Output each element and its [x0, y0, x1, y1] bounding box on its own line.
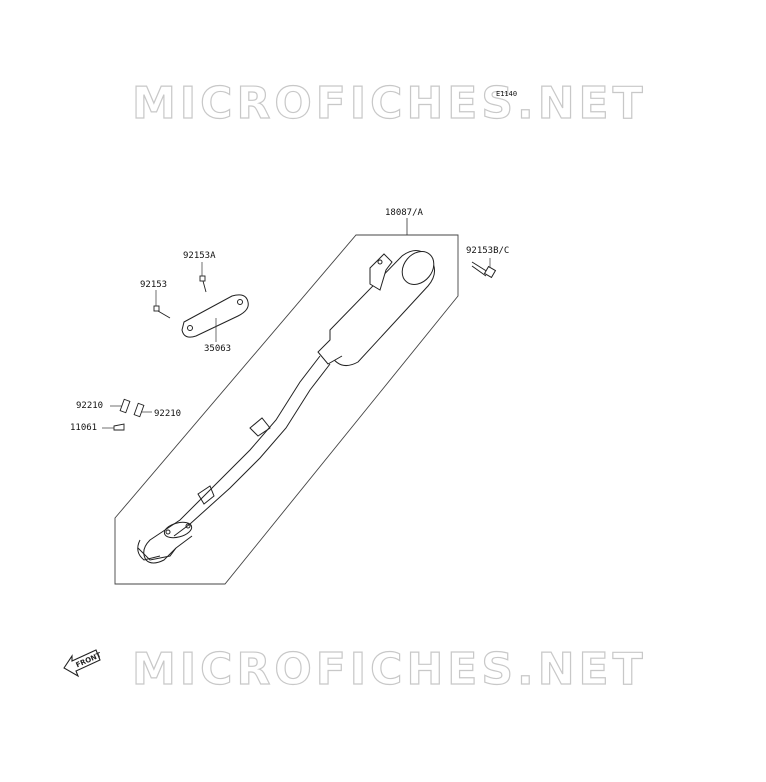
label-bracket: 35063 — [204, 344, 232, 354]
front-arrow-icon — [63, 649, 101, 678]
assembly-outline — [114, 234, 459, 585]
label-bolt: 92153 — [140, 280, 168, 290]
label-gasket: 11061 — [70, 423, 98, 433]
exhaust-pipe-icon — [137, 355, 331, 564]
watermark-top: MICROFICHES.NET — [131, 77, 647, 129]
collar-icon — [113, 398, 145, 431]
label-bolt-a: 92153A — [183, 251, 216, 261]
label-collar-right: 92210 — [154, 409, 182, 419]
figure-code: E1140 — [496, 90, 518, 98]
label-collar-left: 92210 — [76, 401, 104, 411]
label-muffler: 18087/A — [385, 208, 423, 218]
label-bolt-bc: 92153B/C — [466, 246, 510, 256]
muffler-icon — [317, 250, 435, 367]
bolt-icon — [471, 261, 497, 279]
bracket-icon — [181, 294, 249, 338]
watermark-bottom: MICROFICHES.NET — [131, 643, 647, 695]
small-bolt-icon — [153, 275, 207, 319]
